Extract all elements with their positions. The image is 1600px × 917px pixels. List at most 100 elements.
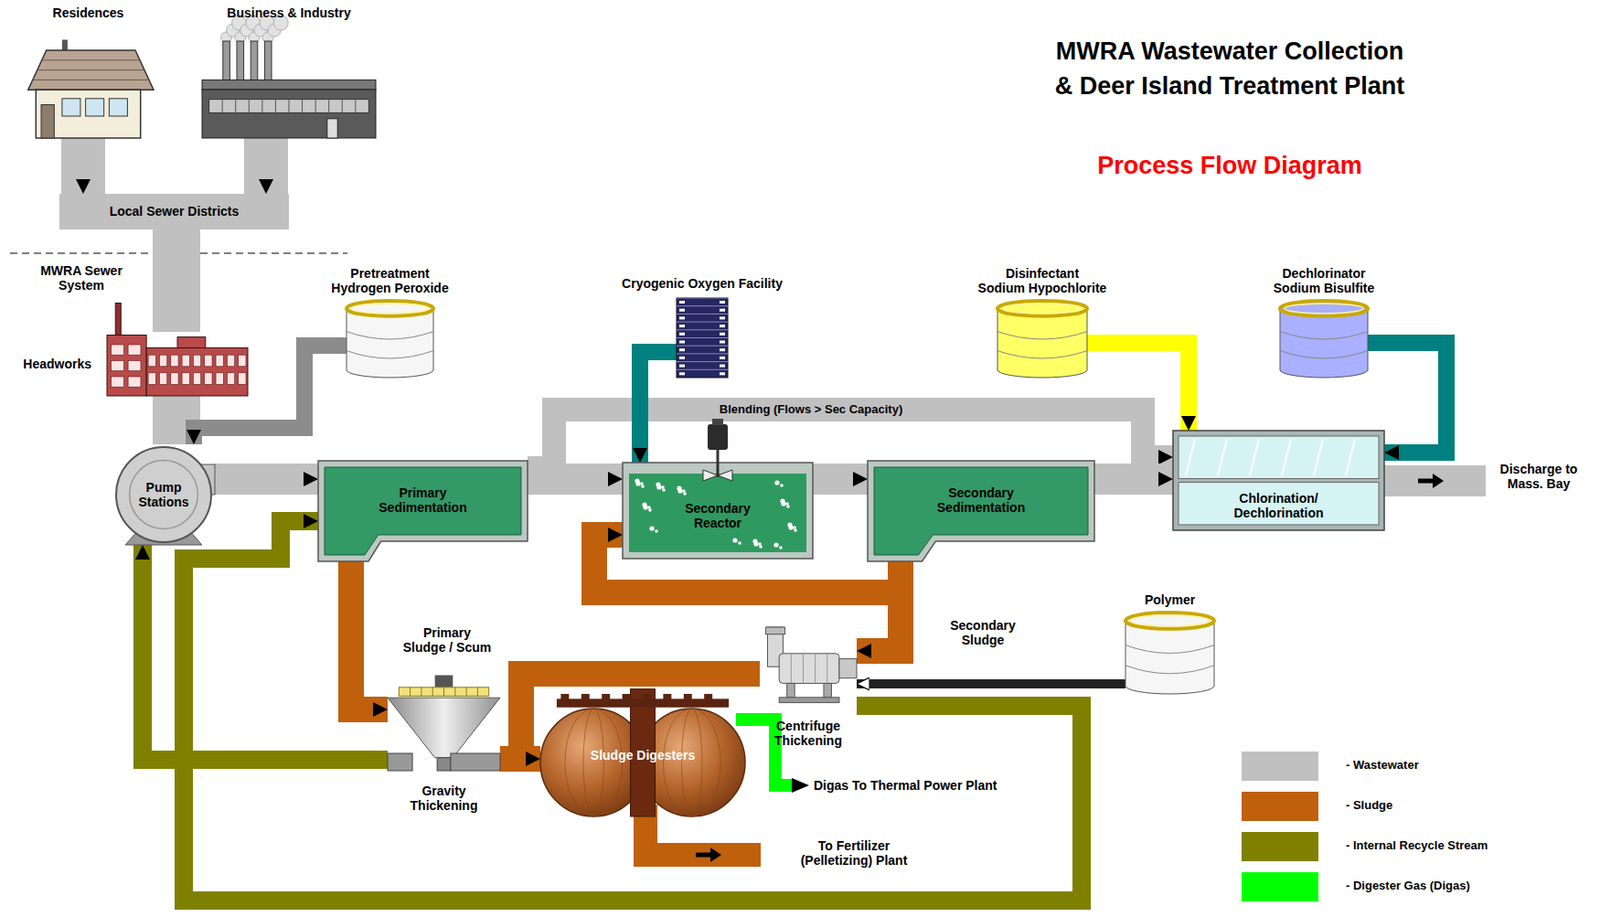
drawing-part [649,525,654,531]
text-group: DechlorinatorSodium Bisulfite [1273,266,1375,296]
drawing-part [676,352,728,354]
drawing-part [565,708,623,817]
text-group: Headworks [22,356,92,372]
drawing-part [793,528,798,533]
text-group: Sludge Digesters [540,693,746,817]
drawing-part [1178,482,1379,526]
drawing-part [1280,351,1368,359]
node-text: Gravity Thickening [398,783,491,813]
flow-arrow [695,847,722,863]
node-text: Polymer [1144,592,1195,608]
node-text: Centrifuge Thickening [762,718,854,748]
drawing-part [177,337,206,350]
drawing-part [719,300,726,304]
drawing-part [1284,303,1364,314]
drawing-part [324,467,522,555]
drawing-part [435,675,454,688]
tank-icon [1125,612,1215,694]
drawing-part [420,687,422,697]
drawing-part [1185,438,1195,477]
centrifuge-icon [759,627,857,715]
drawing-part [301,99,303,114]
drawing-part [1125,620,1127,686]
tank-icon [346,300,434,378]
drawing-part [238,354,246,367]
drawing-part [1280,331,1368,340]
node-text: Dechlorinator [1273,266,1375,281]
edge-label: Blending (Flows > Sec Capacity) [715,403,907,417]
drawing-part [676,369,728,371]
drawing-part [1125,645,1215,654]
drawing-part [1130,615,1210,627]
node-text: Secondary Sedimentation [921,485,1041,515]
pipe-connector [1094,463,1174,495]
drawing-part [773,542,779,547]
drawing-part [719,341,726,344]
legend-text: - Digester Gas (Digas) [1345,879,1471,894]
drawing-part [753,541,758,546]
drawing-part [108,98,128,117]
drawing-part [676,337,728,339]
drawing-part [654,529,659,534]
node-text: Sludge Digesters [590,747,695,763]
drawing-part [778,545,783,550]
drawing-part [192,373,201,385]
drawing-part [236,41,245,86]
drawing-part [1173,430,1385,531]
drawing-part [215,373,224,385]
drawing-part [62,98,81,117]
factory-icon [202,41,376,139]
text-group: DisinfectantSodium Hypochlorite [978,266,1108,296]
legend-swatch [1241,832,1319,862]
drawing-part [677,488,683,493]
drawing-part [635,480,640,486]
drawing-part [1125,612,1215,630]
node-text: Cryogenic Oxygen Facility [621,276,783,291]
drawing-part [111,344,125,355]
edge-label: Primary Sludge / Scum [401,625,493,655]
drawing-part [719,316,726,320]
drawing-part [148,373,156,385]
drawing-part [1087,308,1088,370]
drawing-part [318,460,528,562]
text-group: Pump Stations [113,444,214,545]
drawing-part [128,361,141,372]
cryo-node: Cryogenic Oxygen Facility [676,298,728,378]
drawing-part [202,79,376,90]
drawing-part [656,484,662,490]
pipe-connector [500,746,541,772]
drawing-part [387,697,501,758]
tank-node: DisinfectantSodium Hypochlorite [997,300,1088,378]
node-text: Pretreatment [330,266,448,281]
node-text: Hydrogen Peroxide [330,280,448,296]
reactor-node: Secondary Reactor [622,462,813,559]
tank-node: Polymer [1125,612,1215,694]
drawing-part [1178,436,1379,480]
legend-text: - Internal Recycle Stream [1345,839,1488,854]
drawing-part [146,348,248,397]
drawing-part [148,354,156,367]
text-group: Cryogenic Oxygen Facility [621,276,783,291]
drawing-part [116,447,212,543]
drawing-part [128,344,141,355]
house-icon [22,50,154,139]
drawing-part [997,351,1088,359]
drawing-part [1125,665,1215,674]
flow-arrow [791,778,810,793]
drawing-part [676,361,728,363]
node-text: Residences [53,5,125,21]
drawing-part [215,354,224,367]
drawing-part [997,308,999,370]
drawing-part [642,693,651,701]
tank-node: PretreatmentHydrogen Peroxide [346,300,434,378]
tank-node: DechlorinatorSodium Bisulfite [1280,300,1368,378]
drawing-part [222,99,224,114]
drawing-part [1280,300,1368,317]
text-group: Centrifuge Thickening [762,718,854,748]
drawing-part [676,298,728,299]
node-text: Disinfectant [978,266,1108,281]
drawing-part [676,321,728,323]
drawing-part [802,653,804,684]
drawing-part [642,504,648,510]
drawing-part [106,335,147,397]
